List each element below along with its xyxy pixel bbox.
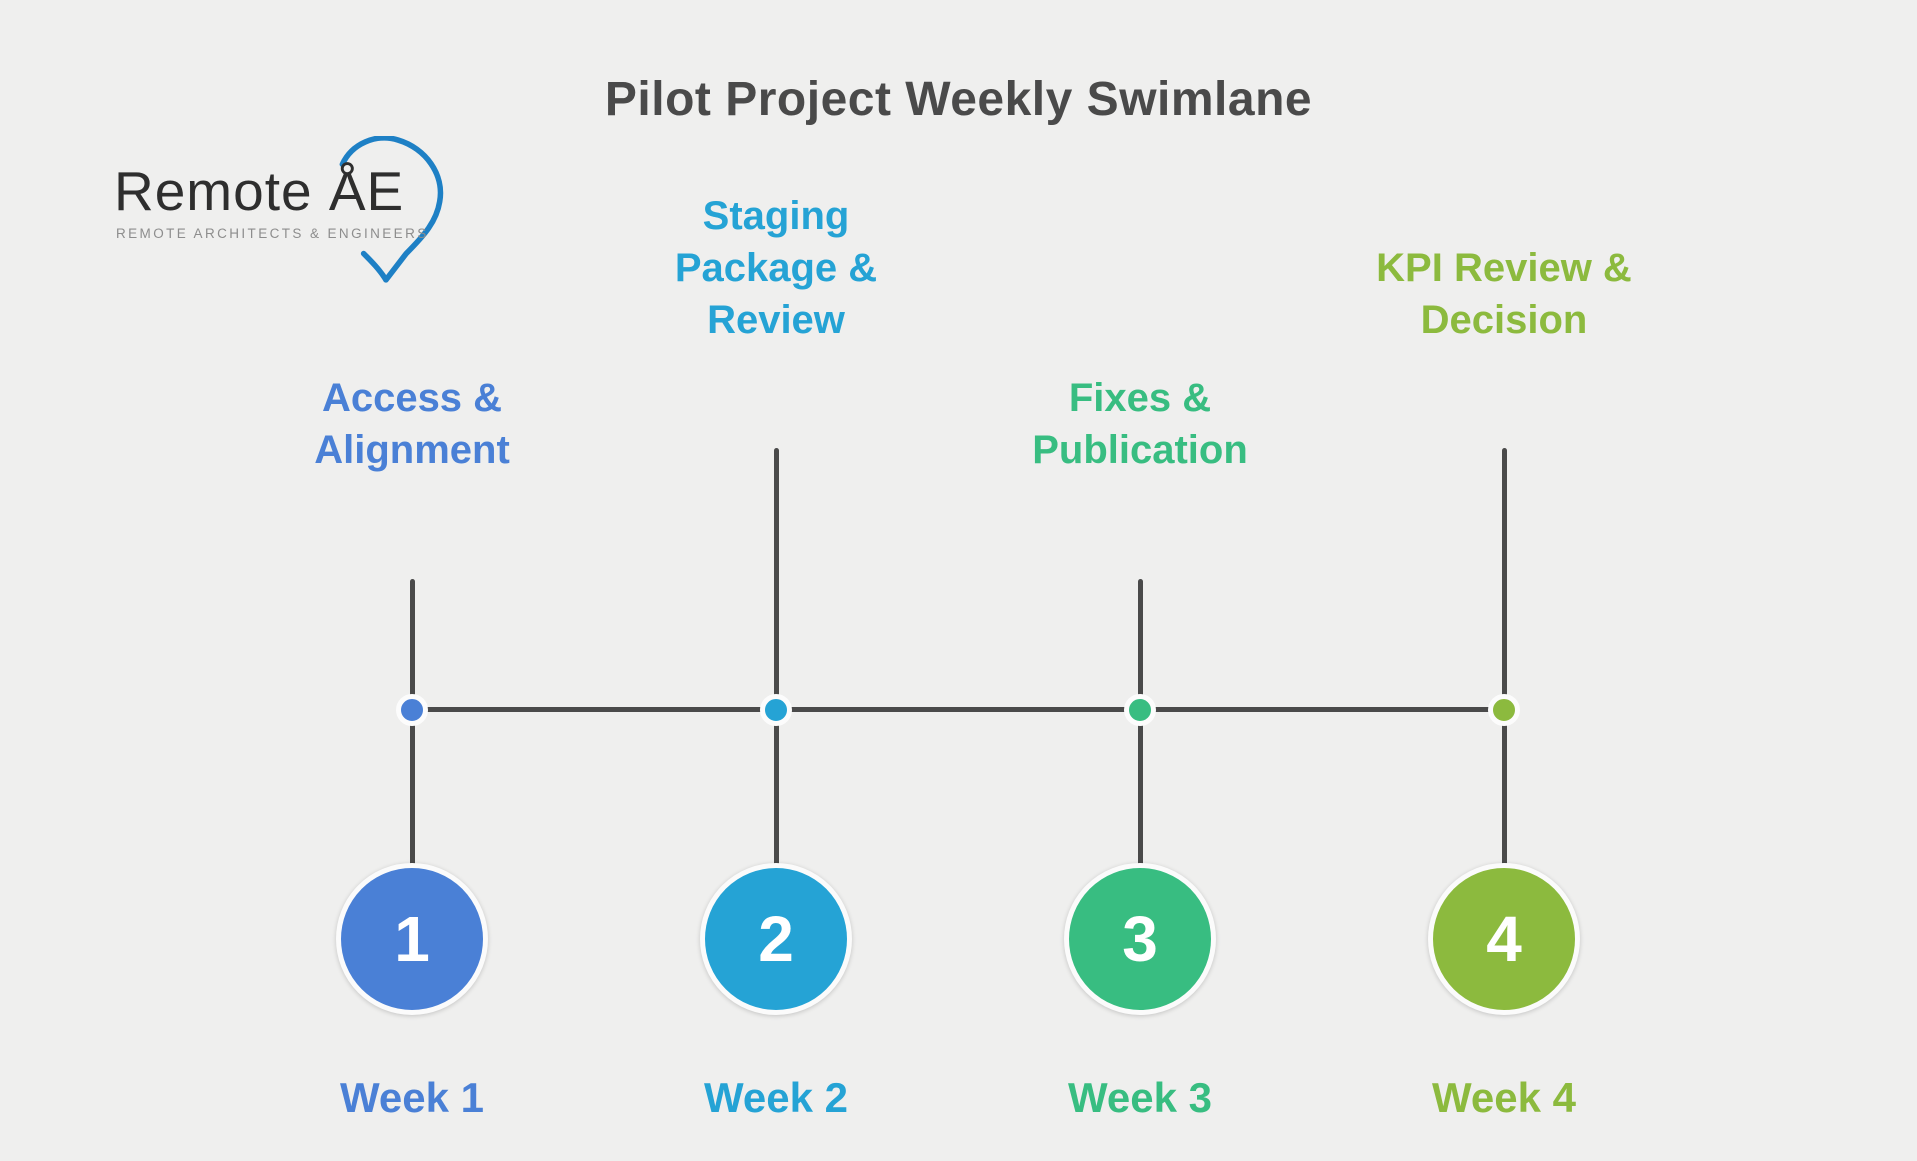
milestone-4-number: 4 (1486, 903, 1522, 975)
milestone-3-timeline-dot (1124, 694, 1156, 726)
week-2-label: Week 2 (704, 1074, 848, 1121)
location-pin-icon (339, 136, 444, 283)
logo-brand-text: Remote ÅE (114, 160, 405, 222)
logo-tagline: REMOTE ARCHITECTS & ENGINEERS (116, 226, 429, 241)
milestone-4-timeline-dot (1488, 694, 1520, 726)
timeline-axis (412, 707, 1504, 712)
milestone-1-label: Access & Alignment (314, 376, 510, 472)
milestone-1-number: 1 (394, 903, 430, 975)
milestone-2-circle: 2 (700, 863, 852, 1015)
remote-ae-logo: Remote ÅE REMOTE ARCHITECTS & ENGINEERS (110, 136, 490, 310)
week-3-label: Week 3 (1068, 1074, 1212, 1121)
milestone-4-circle: 4 (1428, 863, 1580, 1015)
milestone-2-connector-line (774, 448, 779, 869)
milestone-4-connector-line (1502, 448, 1507, 869)
milestone-1-circle: 1 (336, 863, 488, 1015)
milestone-2-number: 2 (758, 903, 794, 975)
milestone-4-label: KPI Review & Decision (1376, 246, 1632, 342)
week-4-label: Week 4 (1432, 1074, 1576, 1121)
page-title: Pilot Project Weekly Swimlane (604, 73, 1313, 126)
week-1-label: Week 1 (340, 1074, 484, 1121)
milestone-3-number: 3 (1122, 903, 1158, 975)
milestone-2-timeline-dot (760, 694, 792, 726)
milestone-3-circle: 3 (1064, 863, 1216, 1015)
milestone-2-label: Staging Package & Review (674, 194, 878, 342)
milestone-3-label: Fixes & Publication (1032, 376, 1248, 472)
milestone-1-timeline-dot (396, 694, 428, 726)
